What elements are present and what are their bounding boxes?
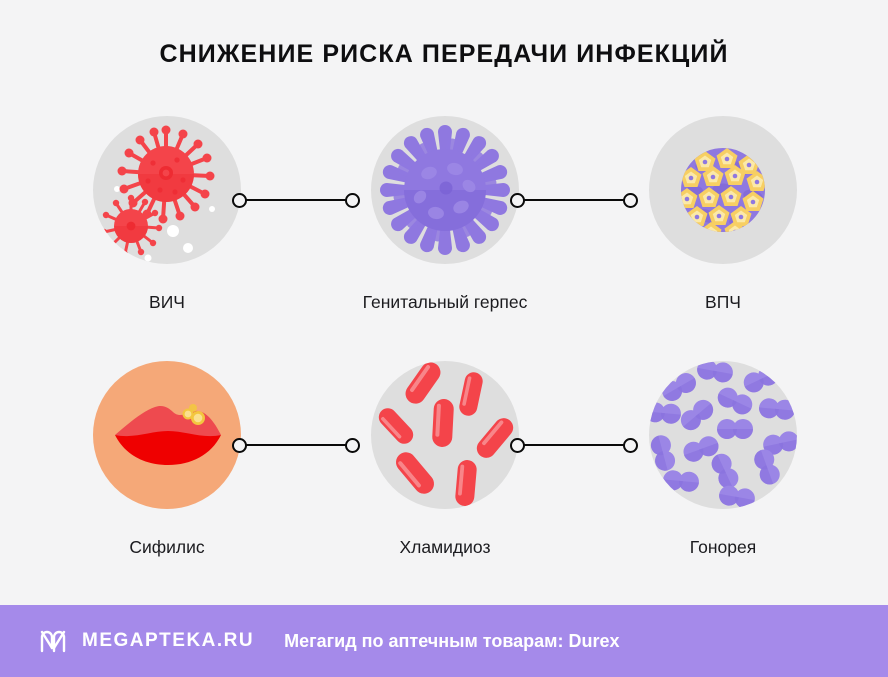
disease-cell-syphilis[interactable]: Сифилис (67, 355, 267, 558)
hpv-virus-icon (681, 148, 765, 232)
disease-label-chlamydia: Хламидиоз (399, 537, 491, 557)
gonorrhea-diplococci-icon (649, 361, 797, 509)
connector-herpes-hpv (510, 192, 638, 208)
connector-node-left (232, 193, 247, 208)
connector-line (518, 199, 630, 202)
footer-bar: MEGAPTEKA.RU Мегагид по аптечным товарам… (0, 605, 888, 677)
disease-label-hpv: ВПЧ (705, 292, 741, 312)
hiv-disc (93, 116, 241, 264)
herpes-disc (371, 116, 519, 264)
disease-cell-gonorrhea[interactable]: Гонорея (623, 355, 823, 558)
chlamydia-bacteria-icon (378, 362, 514, 506)
gonorrhea-disc (649, 361, 797, 509)
disease-row-2: Сифилис (0, 355, 888, 575)
hiv-virus-icon (100, 125, 215, 262)
connector-hiv-herpes (232, 192, 360, 208)
connector-line (240, 199, 352, 202)
disease-cell-hiv[interactable]: ВИЧ (67, 110, 267, 313)
connector-node-right (623, 438, 638, 453)
herpes-virus-icon (380, 125, 510, 255)
disease-cell-hpv[interactable]: ВПЧ (623, 110, 823, 313)
connector-line (240, 444, 352, 447)
connector-node-left (510, 193, 525, 208)
disease-cell-chlamydia[interactable]: Хламидиоз (345, 355, 545, 558)
connector-node-right (623, 193, 638, 208)
lip-sores-group (182, 404, 205, 425)
connector-node-right (345, 438, 360, 453)
disease-label-hiv: ВИЧ (149, 292, 185, 312)
connector-node-left (510, 438, 525, 453)
disease-label-herpes: Генитальный герпес (362, 292, 528, 312)
lips-sores-icon (115, 404, 221, 465)
hpv-disc (649, 116, 797, 264)
connector-node-right (345, 193, 360, 208)
connector-syphilis-chlamydia (232, 437, 360, 453)
syphilis-disc (93, 361, 241, 509)
connector-node-left (232, 438, 247, 453)
page-title: СНИЖЕНИЕ РИСКА ПЕРЕДАЧИ ИНФЕКЦИЙ (159, 40, 729, 68)
connector-chlamydia-gonorrhea (510, 437, 638, 453)
megapteka-m-logo-icon[interactable] (38, 626, 68, 656)
connector-line (518, 444, 630, 447)
footer-tagline-text: Мегагид по аптечным товарам: Durex (284, 630, 620, 651)
disease-label-syphilis: Сифилис (129, 537, 205, 557)
chlamydia-disc (371, 361, 519, 509)
disease-cell-herpes[interactable]: Генитальный герпес (345, 110, 545, 313)
disease-label-gonorrhea: Гонорея (689, 537, 757, 557)
footer-brand-text[interactable]: MEGAPTEKA.RU (82, 630, 255, 651)
disease-row-1: ВИЧ (0, 110, 888, 330)
